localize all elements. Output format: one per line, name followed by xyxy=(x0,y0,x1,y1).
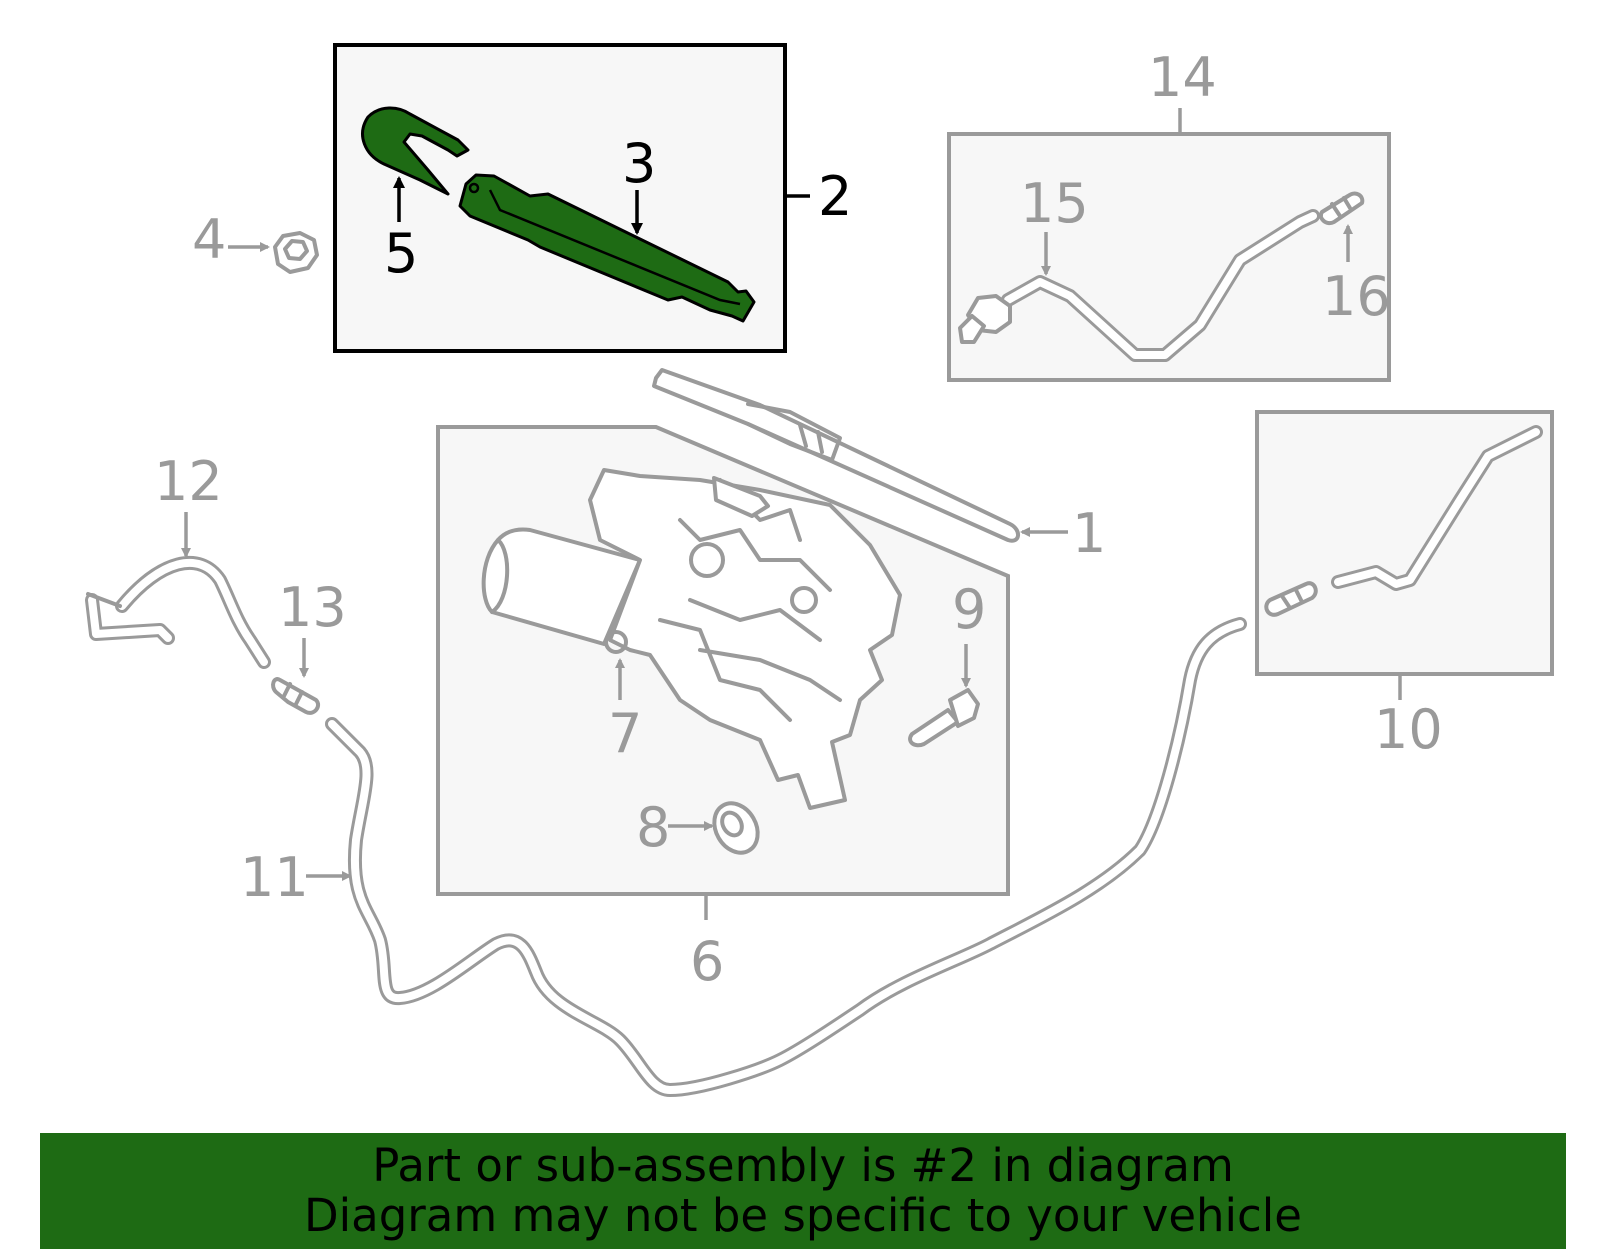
callout-11: 11 xyxy=(240,846,309,909)
callout-16: 16 xyxy=(1322,265,1391,328)
callout-10: 10 xyxy=(1374,698,1443,761)
hose-12[interactable] xyxy=(85,556,271,669)
callout-9: 9 xyxy=(952,578,986,641)
connector-13[interactable] xyxy=(271,677,321,715)
wiper-blade-part[interactable] xyxy=(652,368,1020,543)
bolt-part[interactable] xyxy=(908,688,980,748)
wiper-arm-assembly-box[interactable] xyxy=(333,43,787,353)
callout-3: 3 xyxy=(622,132,656,195)
banner-line-2: Diagram may not be specific to your vehi… xyxy=(304,1189,1302,1242)
callout-15: 15 xyxy=(1020,172,1089,235)
info-banner: Part or sub-assembly is #2 in diagram Di… xyxy=(40,1133,1566,1249)
hose-11[interactable] xyxy=(325,617,1247,1097)
grommet-part[interactable] xyxy=(706,795,767,860)
wiper-arm-cap[interactable] xyxy=(361,106,470,196)
hose-assembly-box-14[interactable] xyxy=(947,132,1391,382)
callout-2: 2 xyxy=(818,165,852,228)
callout-4: 4 xyxy=(192,208,226,271)
callout-12: 12 xyxy=(154,450,223,513)
connector-16[interactable] xyxy=(1319,191,1365,225)
callout-13: 13 xyxy=(278,576,347,639)
hose-10[interactable] xyxy=(1264,425,1543,617)
hose-15[interactable] xyxy=(958,209,1320,362)
callout-8: 8 xyxy=(636,796,670,859)
callout-6: 6 xyxy=(690,930,724,993)
callout-7: 7 xyxy=(608,702,642,765)
callout-5: 5 xyxy=(384,222,418,285)
nut-part[interactable] xyxy=(273,231,319,274)
callout-1: 1 xyxy=(1072,502,1106,565)
wiper-motor-part[interactable] xyxy=(481,468,902,810)
banner-line-1: Part or sub-assembly is #2 in diagram xyxy=(372,1139,1234,1192)
callout-14: 14 xyxy=(1148,46,1217,109)
